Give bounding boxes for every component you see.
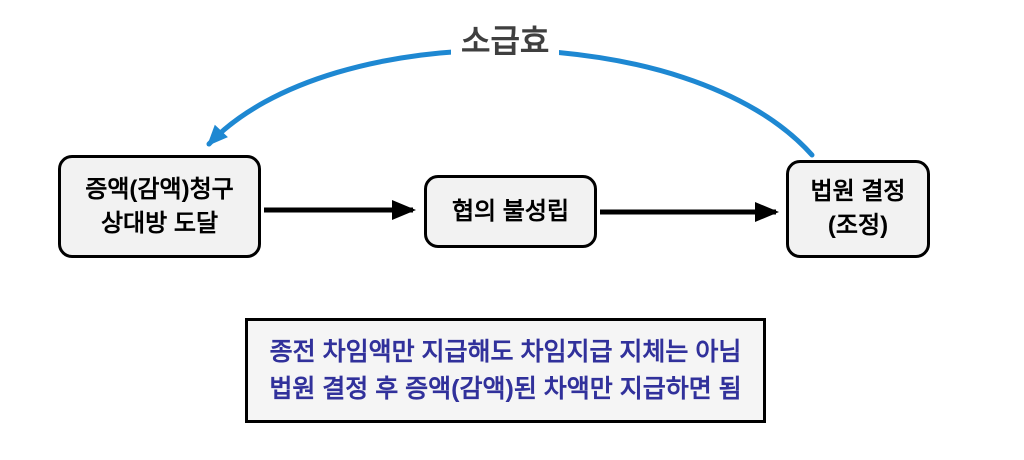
note-line1: 종전 차임액만 지급해도 차임지급 지체는 아님 xyxy=(269,337,742,366)
note-line2: 법원 결정 후 증액(감액)된 차액만 지급하면 됨 xyxy=(269,374,742,403)
node-claim-reached-line2: 상대방 도달 xyxy=(100,209,219,237)
node-agreement-failed-line1: 협의 불성립 xyxy=(451,197,570,225)
node-claim-reached-line1: 증액(감액)청구 xyxy=(85,175,234,203)
node-court-decision: 법원 결정 (조정) xyxy=(786,160,930,258)
node-court-decision-line1: 법원 결정 xyxy=(810,178,906,205)
node-agreement-failed: 협의 불성립 xyxy=(424,175,597,248)
retroactive-curve-arrow xyxy=(206,47,815,158)
node-court-decision-line2: (조정) xyxy=(827,212,889,239)
note-box: 종전 차임액만 지급해도 차임지급 지체는 아님 법원 결정 후 증액(감액)된… xyxy=(245,318,766,423)
retroactive-effect-label: 소급효 xyxy=(451,22,560,60)
node-claim-reached: 증액(감액)청구 상대방 도달 xyxy=(58,155,261,258)
